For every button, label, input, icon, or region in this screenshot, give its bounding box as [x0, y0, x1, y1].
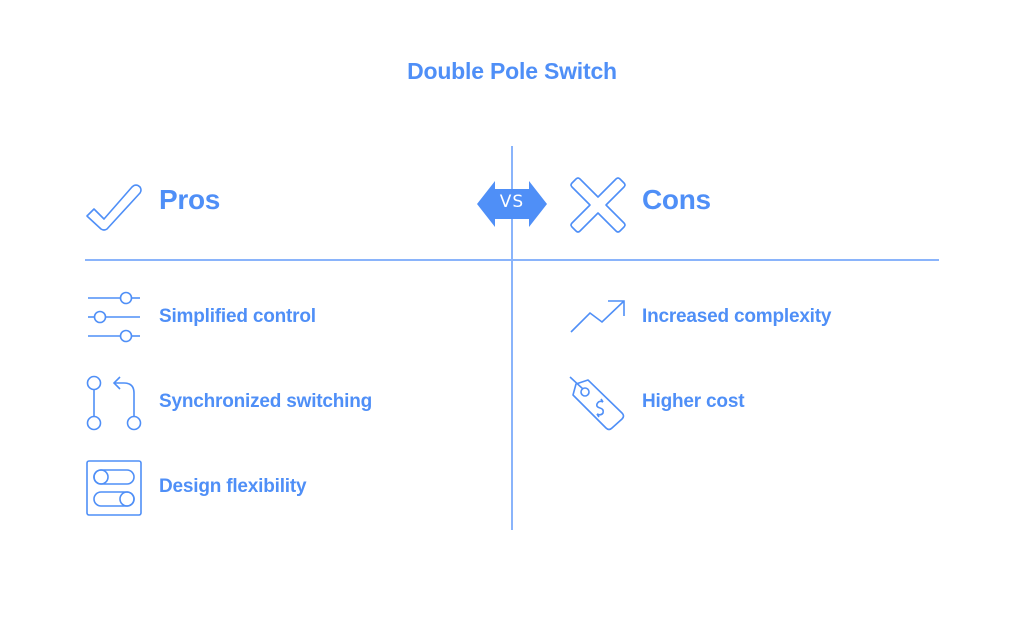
pros-heading: Pros [159, 184, 221, 215]
horizontal-divider [85, 259, 939, 261]
checkmark-icon [86, 184, 142, 231]
price-tag-icon [569, 376, 625, 431]
pros-item-label: Simplified control [159, 306, 316, 327]
page-title: Double Pole Switch [407, 58, 617, 84]
cons-item-label: Increased complexity [642, 306, 832, 327]
trending-up-icon [570, 300, 625, 333]
double-arrow-icon [477, 181, 547, 227]
cross-icon [570, 177, 626, 233]
vs-label: VS [499, 192, 525, 212]
vertical-divider [511, 146, 513, 530]
cons-item-label: Higher cost [642, 391, 745, 412]
toggle-switches-icon [86, 460, 142, 516]
git-pull-request-icon [86, 375, 142, 431]
pros-item-label: Synchronized switching [159, 391, 373, 412]
cons-heading: Cons [642, 184, 711, 215]
sliders-icon [88, 291, 140, 343]
pros-item-label: Design flexibility [159, 476, 307, 497]
